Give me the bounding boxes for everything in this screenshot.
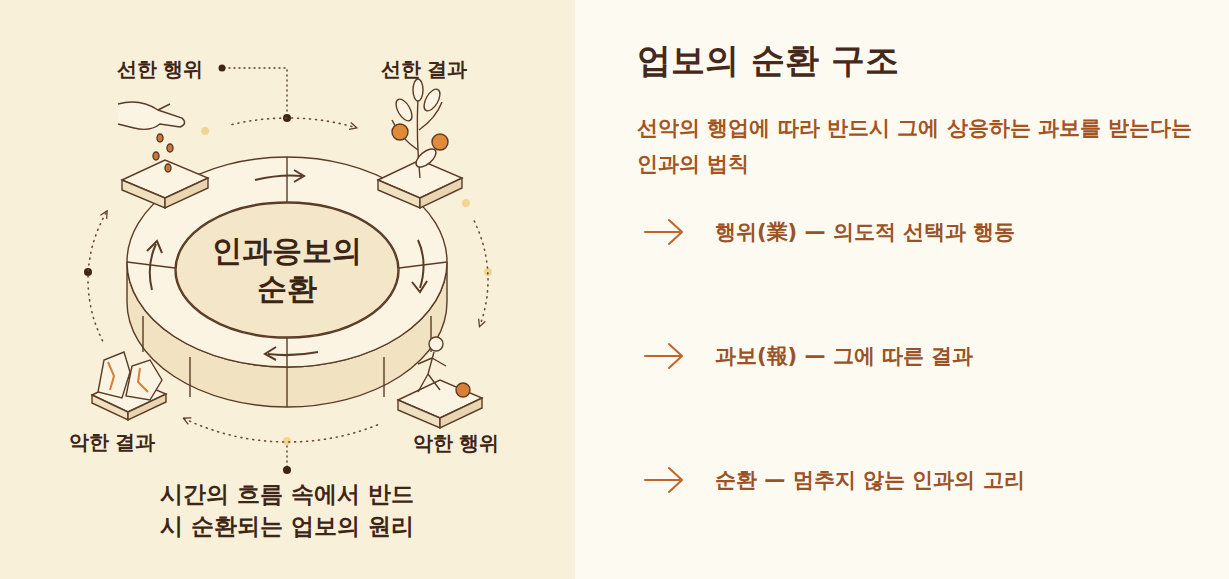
stage-label: 선한 결과 xyxy=(360,56,488,82)
center-ellipse: 인과응보의 순환 xyxy=(175,202,399,338)
stage-label: 악한 결과 xyxy=(44,429,180,455)
figure-caption: 시간의 흐름 속에서 반드시 순환되는 업보의 원리 xyxy=(107,478,467,542)
cycle-connector xyxy=(232,118,356,128)
bad-result-stage: 악한 결과 xyxy=(44,345,180,457)
list-item: 순환 — 멈추지 않는 인과의 고리 xyxy=(715,464,1195,496)
ellipse-outline xyxy=(175,202,399,338)
cycle-connector xyxy=(184,418,377,442)
list-item: 과보(報) — 그에 따른 결과 xyxy=(715,340,1195,372)
list-item: 행위(業) — 의도적 선택과 행동 xyxy=(715,216,1195,248)
good-deed-stage: 선한 행위 xyxy=(92,52,228,207)
cycle-connector xyxy=(474,221,488,326)
good-result-stage: 선한 결과 xyxy=(360,52,488,217)
cycle-connector xyxy=(88,212,107,341)
center-title: 인과응보의 순환 xyxy=(202,232,372,308)
stage-label: 악한 행위 xyxy=(382,430,530,456)
panel-title: 업보의 순환 구조 xyxy=(637,38,899,82)
bad-deed-stage: 악한 행위 xyxy=(382,330,530,458)
subtitle: 선악의 행업에 따라 반드시 그에 상응하는 과보를 받는다는 인과의 법칙 xyxy=(637,110,1202,182)
stage-label: 선한 행위 xyxy=(92,56,228,82)
